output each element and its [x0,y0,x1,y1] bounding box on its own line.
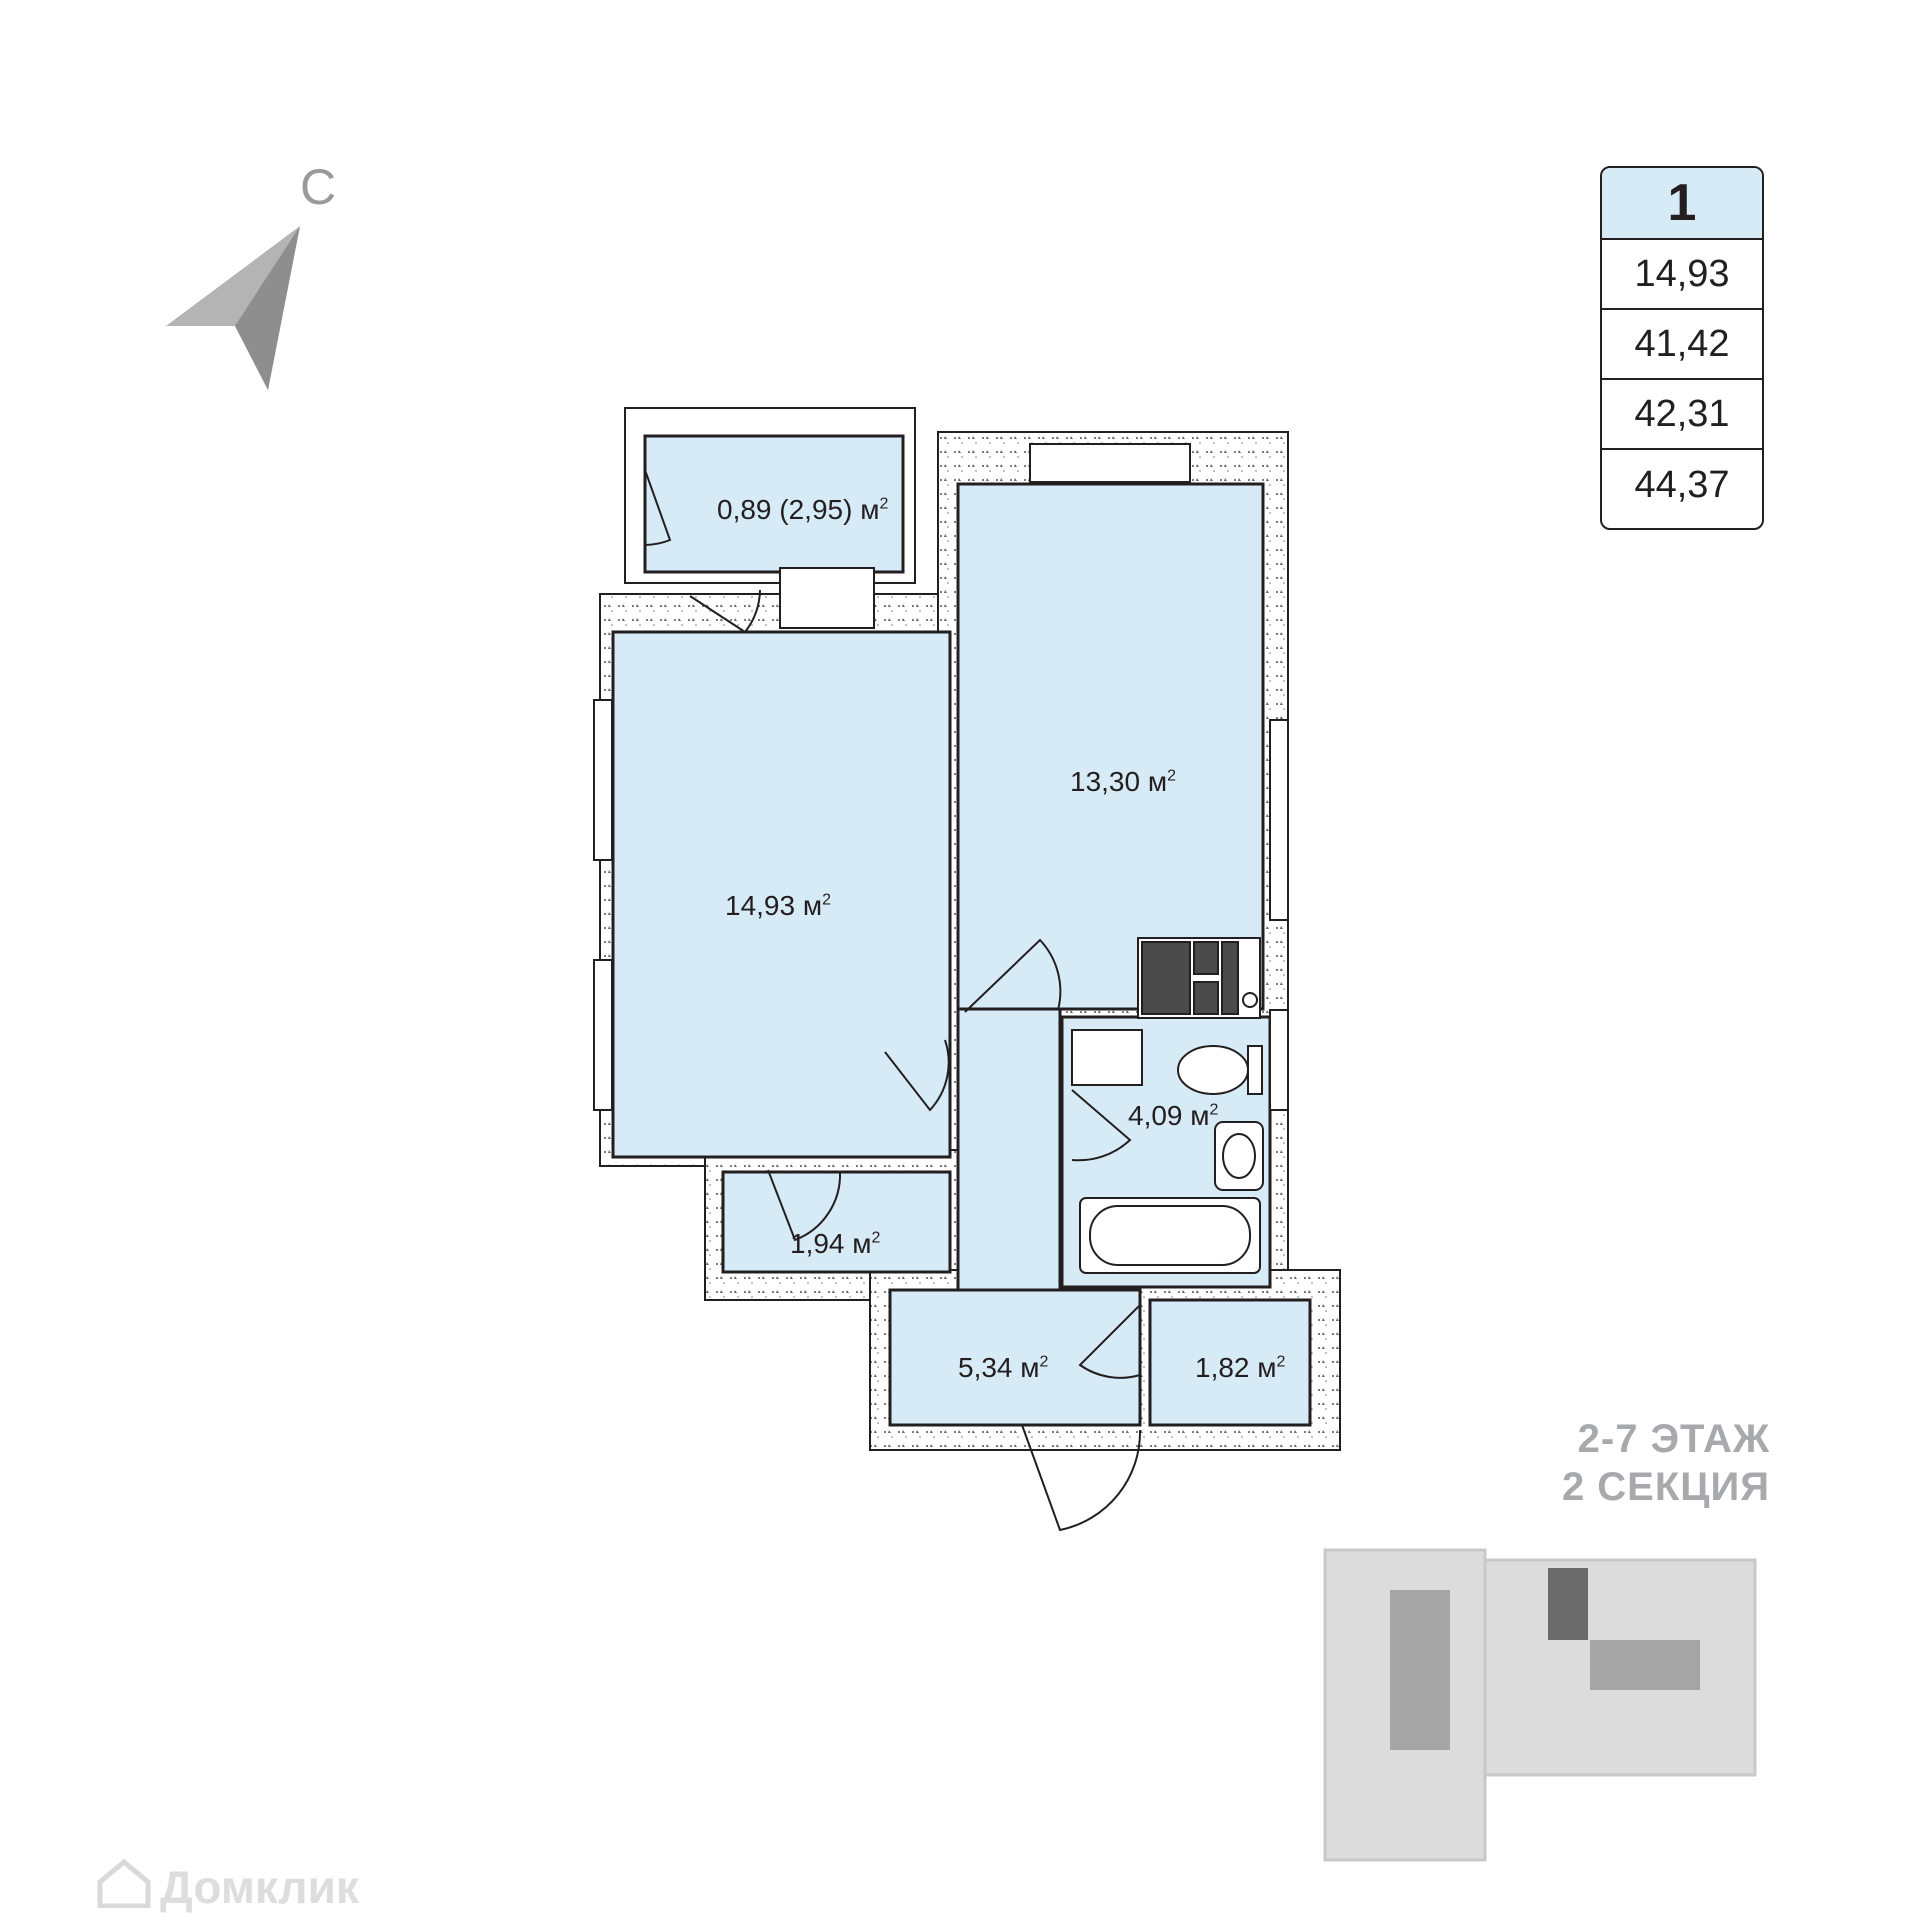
unit-sup: 2 [879,495,889,513]
apartment-info-table: 1 14,93 41,42 42,31 44,37 [1600,166,1764,530]
label-bathroom: 4,09 м2 [1128,1100,1218,1132]
label-hall: 5,34 м2 [958,1352,1048,1384]
compass-north-letter: С [300,159,337,215]
label-room-right: 13,30 м2 [1070,766,1176,798]
floor-range: 2-7 ЭТАЖ [1577,1417,1770,1461]
room-living-right [956,482,1265,1011]
info-row-area-with-balcony: 42,31 [1602,380,1762,450]
info-row-total-area: 41,42 [1602,310,1762,380]
compass [160,220,320,400]
unit-sup: 2 [1167,767,1177,785]
room-storage [1148,1298,1312,1427]
unit-sup: 2 [871,1229,881,1247]
room-balcony-top [643,434,905,574]
hall-area: 5,34 м [958,1352,1040,1383]
room-left-area: 14,93 м [725,890,823,921]
label-balcony-top: 0,89 (2,95) м2 [717,494,888,526]
balcony-bottom-area: 1,94 м [790,1228,872,1259]
house-logo-icon [96,1858,152,1913]
unit-sup: 2 [1039,1353,1049,1371]
unit-sup: 2 [822,891,832,909]
section-number: 2 СЕКЦИЯ [1561,1465,1770,1509]
label-storage: 1,82 м2 [1195,1352,1285,1384]
info-row-full-area: 44,37 [1634,463,1730,506]
unit-sup: 2 [1276,1353,1286,1371]
bathroom-fixtures [1071,1029,1264,1274]
rooms-count: 1 [1602,168,1762,240]
north-arrow-icon [166,226,300,390]
floor-section-label: 2-7 ЭТАЖ 2 СЕКЦИЯ [1562,1415,1770,1511]
info-row-living-area: 14,93 [1602,240,1762,310]
building-key-plan [1323,1548,1757,1862]
room-right-area: 13,30 м [1070,766,1168,797]
windows [593,443,1289,1111]
bathroom-area: 4,09 м [1128,1100,1210,1131]
rooms [611,434,1312,1427]
label-room-left: 14,93 м2 [725,890,831,922]
room-living-left [611,630,952,1159]
kitchen-unit [1137,937,1261,1019]
balcony-top-area: 0,89 (2,95) м [717,494,880,525]
storage-area: 1,82 м [1195,1352,1277,1383]
room-entry [888,1288,1142,1427]
unit-sup: 2 [1209,1101,1219,1119]
watermark-text: Домклик [160,1861,359,1913]
label-balcony-bottom: 1,94 м2 [790,1228,880,1260]
door-swings [644,469,1142,1532]
room-balcony-bottom [721,1170,952,1274]
